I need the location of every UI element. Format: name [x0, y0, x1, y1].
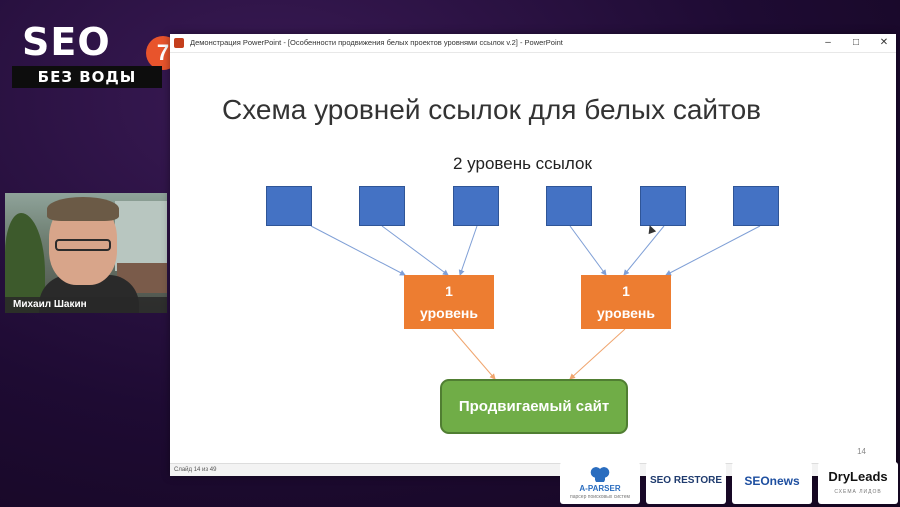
slide-counter: Слайд 14 из 49	[174, 467, 217, 473]
watermark-text: ПАРТНЕРКИН	[730, 440, 856, 459]
level1-left-label: уровень	[420, 305, 478, 321]
slide-subtitle: 2 уровень ссылок	[453, 154, 592, 173]
level1-box-left: 1 уровень	[404, 275, 494, 329]
sponsor-tagline: СХЕМА ЛИДОВ	[834, 489, 882, 495]
window-titlebar: Демонстрация PowerPoint - [Особенности п…	[170, 34, 896, 53]
level1-right-number: 1	[622, 283, 630, 299]
seo-bez-vody-logo: SEO 7 БЕЗ ВОДЫ	[12, 20, 180, 88]
speaker-name-label: Михаил Шакин	[5, 297, 167, 313]
arrow-box6-to-level1-right	[665, 225, 761, 276]
slide-number: 14	[857, 447, 866, 456]
promoted-site-box: Продвигаемый сайт	[440, 379, 628, 434]
slide-canvas[interactable]: Схема уровней ссылок для белых сайтов 2 …	[172, 54, 894, 464]
sponsor-name: SEO RESTORE	[649, 475, 723, 486]
level2-link-box	[733, 186, 779, 226]
arrow-box3-to-level1-left	[458, 225, 478, 276]
connector-arrows	[310, 225, 761, 380]
arrow-box4-to-level1-right	[569, 225, 607, 276]
chat-bubble-icon	[690, 438, 720, 464]
minimize-button[interactable]: –	[825, 37, 831, 48]
maximize-button[interactable]: □	[852, 37, 860, 48]
close-button[interactable]: ✕	[879, 37, 889, 48]
level2-link-box	[359, 186, 405, 226]
arrow-box1-to-level1-left	[310, 225, 406, 276]
sponsor-a-parser[interactable]: A-PARSER парсер поисковых систем	[560, 462, 640, 504]
sponsor-name: A-PARSER	[579, 484, 621, 493]
powerpoint-icon	[174, 38, 184, 48]
level1-left-number: 1	[445, 283, 453, 299]
sponsor-dryleads[interactable]: DryLeads СХЕМА ЛИДОВ	[818, 462, 898, 504]
speaker-glasses	[55, 239, 111, 251]
sponsor-name: SEOnews	[744, 474, 800, 488]
webcam-background-window	[115, 201, 167, 271]
speaker-hair	[47, 197, 119, 221]
logo-main-text: SEO	[22, 20, 111, 64]
logo-subtitle: БЕЗ ВОДЫ	[12, 66, 162, 88]
level1-box-right: 1 уровень	[581, 275, 671, 329]
arrow-level1-right-to-target	[569, 328, 626, 380]
level1-right-label: уровень	[597, 305, 655, 321]
speaker-webcam: Михаил Шакин	[5, 193, 167, 313]
sponsor-name: DryLeads	[828, 469, 888, 484]
arrow-box5-to-level1-right	[623, 225, 665, 276]
sponsor-seonews[interactable]: SEOnews	[732, 462, 812, 504]
arrow-box2-to-level1-left	[381, 225, 449, 276]
sponsor-tagline: парсер поисковых систем	[570, 494, 630, 500]
slide-title: Схема уровней ссылок для белых сайтов	[222, 94, 762, 125]
window-title: Демонстрация PowerPoint - [Особенности п…	[190, 38, 563, 47]
level2-link-box	[546, 186, 592, 226]
level2-link-box	[640, 186, 686, 226]
arrow-level1-left-to-target	[451, 328, 496, 380]
powerpoint-window: Демонстрация PowerPoint - [Особенности п…	[170, 34, 896, 476]
sponsor-bar: A-PARSER парсер поисковых систем SEO RES…	[560, 462, 900, 504]
level2-link-box	[453, 186, 499, 226]
a-parser-logo-icon	[590, 466, 610, 482]
sponsor-seo-restore[interactable]: SEO RESTORE	[646, 462, 726, 504]
level2-link-box	[266, 186, 312, 226]
